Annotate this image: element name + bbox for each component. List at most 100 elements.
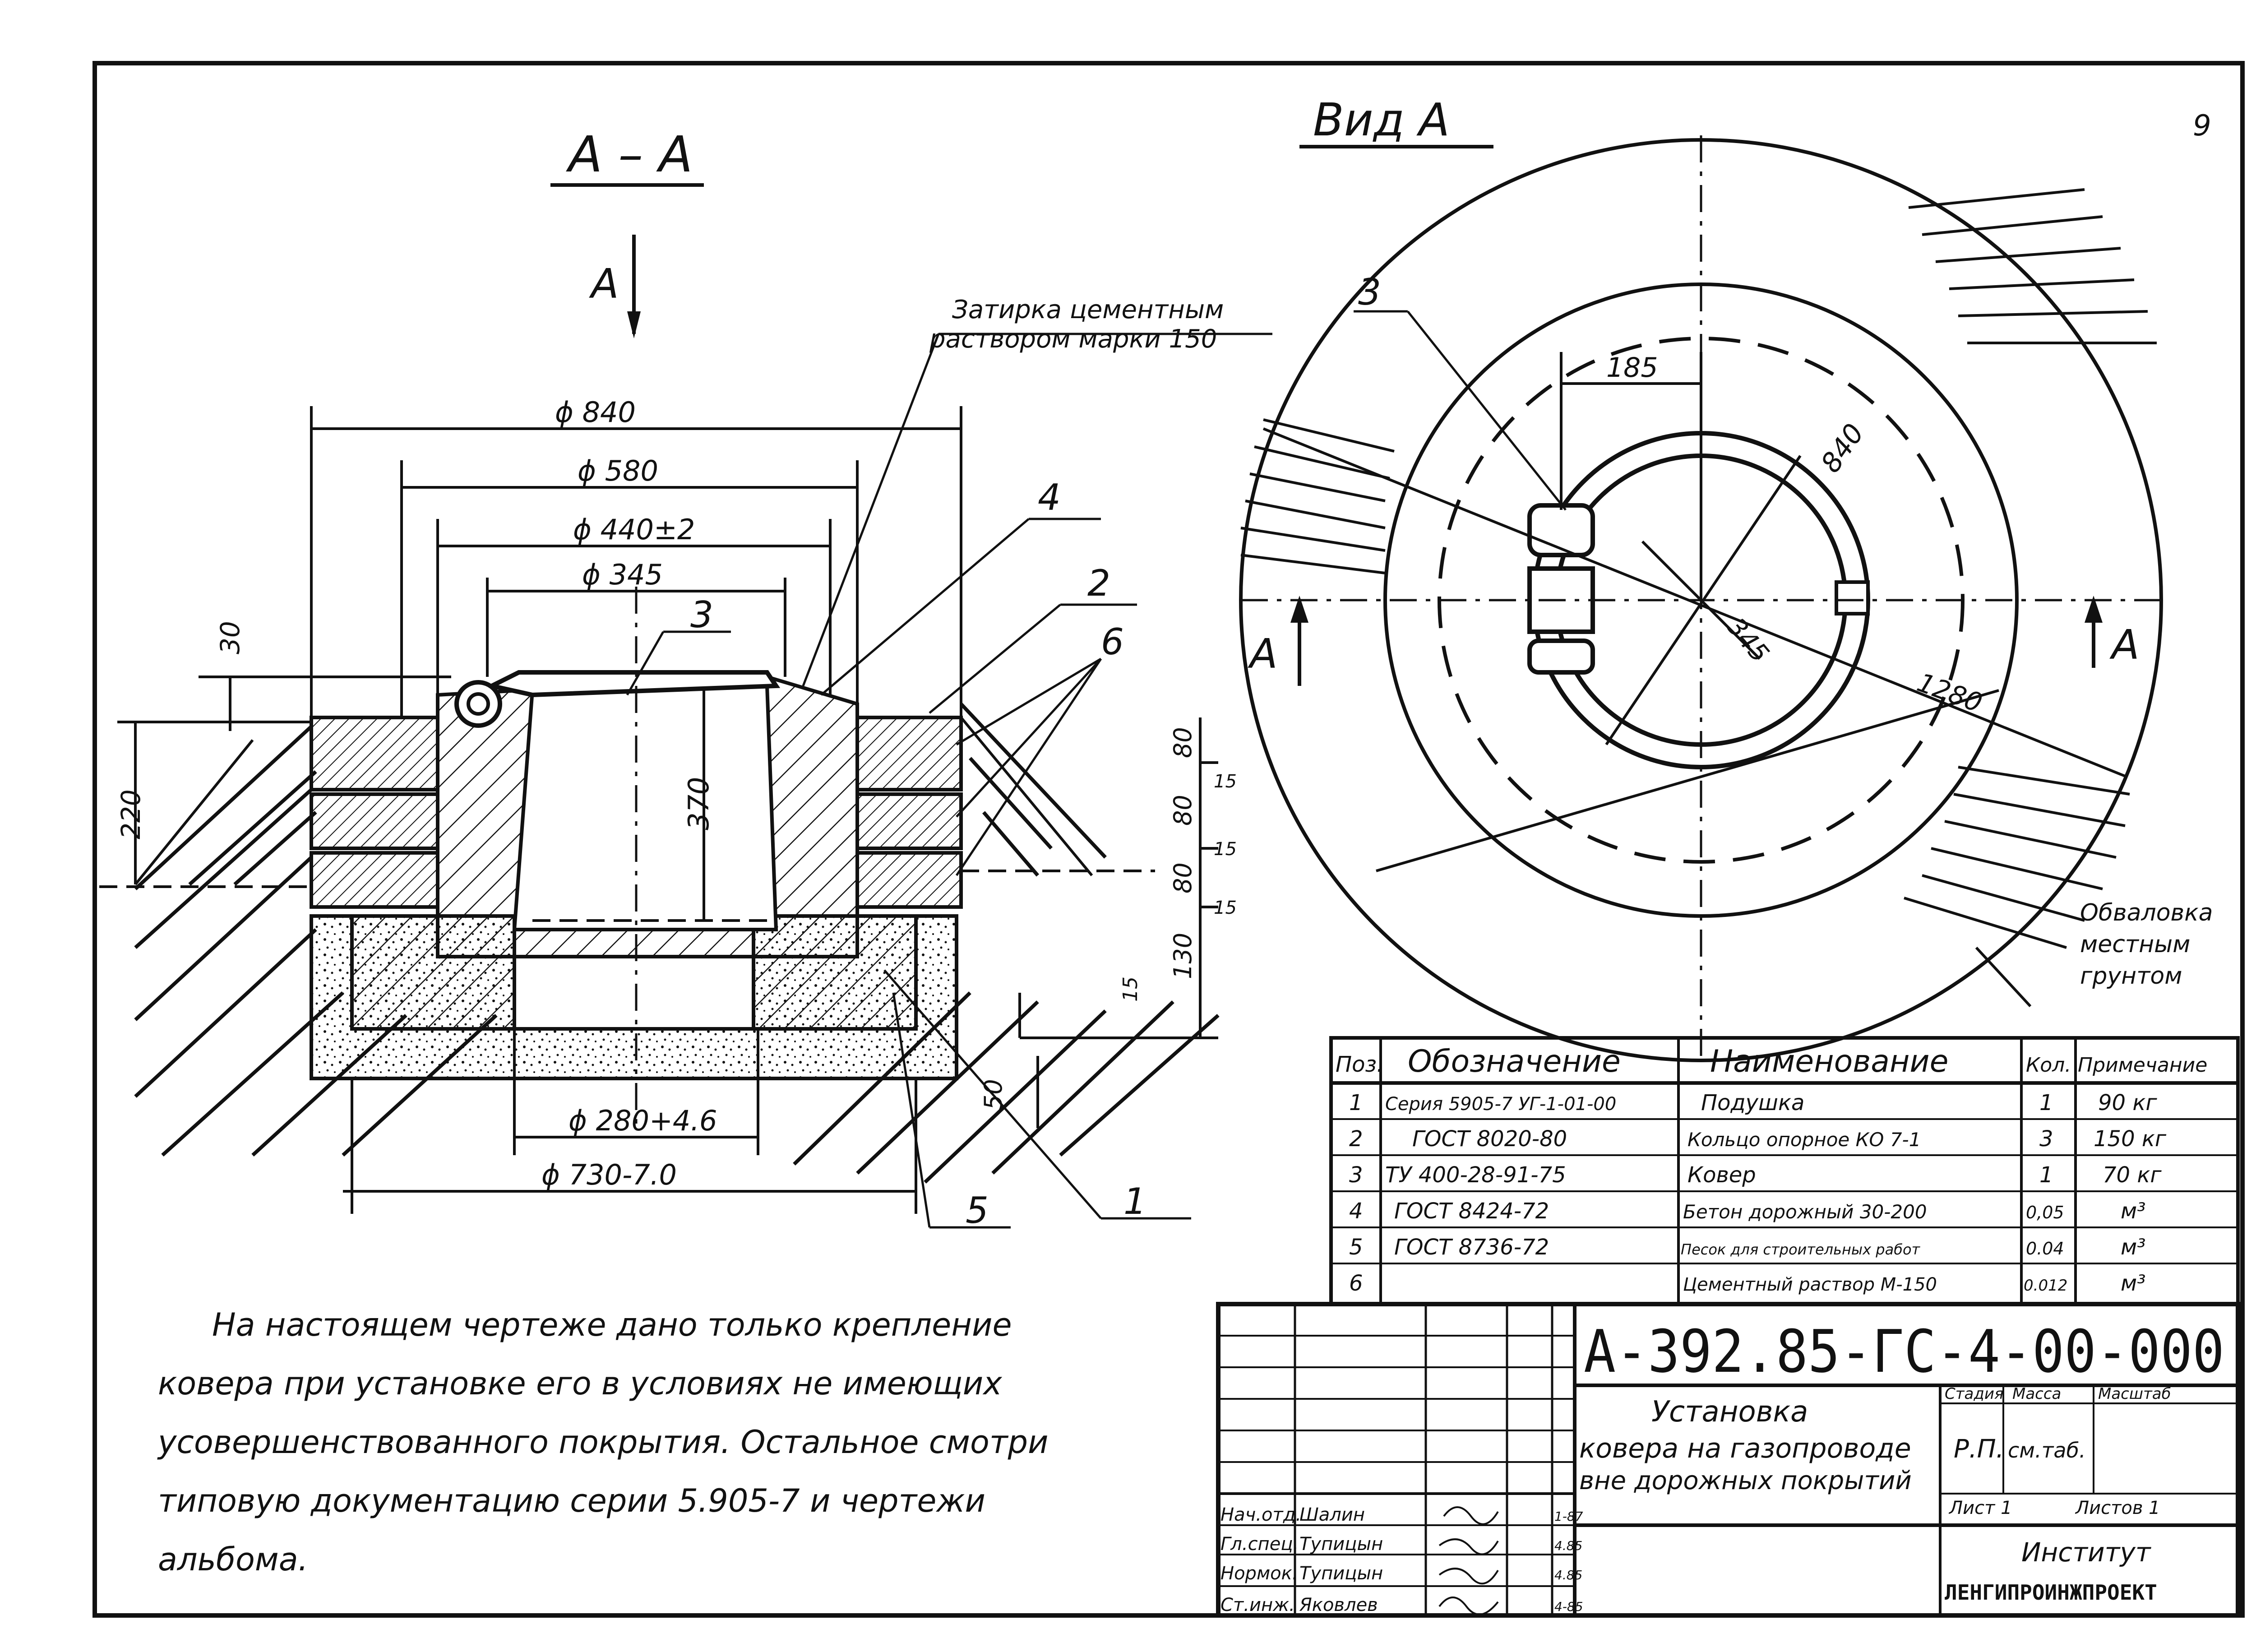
- view-callout-3: 3: [1358, 271, 1381, 313]
- signature-rows: Нач.отд. Шалин 1-87 Гл.спец. Тупицын 4.8…: [1220, 1504, 1583, 1615]
- signer-role: Ст.инж.: [1220, 1595, 1295, 1615]
- dim-d345: ϕ 345: [582, 558, 663, 591]
- dim-gap3: 15: [1214, 898, 1237, 918]
- drawing-name-line1: Установка: [1651, 1395, 1808, 1429]
- dim-840: 840: [1815, 418, 1870, 478]
- drawing-name-line3: вне дорожных покрытий: [1579, 1466, 1912, 1495]
- title-block: [1216, 1302, 2240, 1618]
- note-line: альбома.: [158, 1541, 308, 1578]
- spec-cell: Кольцо опорное КО 7-1: [1687, 1129, 1921, 1151]
- callout-5: 5: [966, 1189, 989, 1231]
- note-line: ковера при установке его в условиях не и…: [158, 1365, 1002, 1402]
- signer-date: 1-87: [1554, 1509, 1583, 1524]
- note-line: усовершенствованного покрытия. Остальное…: [157, 1424, 1049, 1461]
- spec-cell: 1: [2039, 1162, 2053, 1188]
- concrete-block: [855, 851, 963, 909]
- spec-cell: ТУ 400-28-91-75: [1385, 1162, 1566, 1188]
- fill-note-line2: местным: [2080, 931, 2190, 958]
- spec-cell: м³: [2121, 1271, 2145, 1296]
- callout-1: 1: [1123, 1180, 1146, 1222]
- section-title: А – А: [566, 125, 693, 183]
- fill-note-line1: Обвалов­ка: [2080, 899, 2213, 926]
- spec-cell: 2: [1349, 1126, 1363, 1152]
- callout-4: 4: [1038, 477, 1061, 518]
- concrete-block: [310, 851, 439, 909]
- signer-name: Яковлев: [1299, 1595, 1378, 1615]
- mass-label: Масса: [2012, 1385, 2061, 1403]
- spec-cell: 0,05: [2026, 1203, 2064, 1222]
- spec-cell: ГОСТ 8424-72: [1394, 1199, 1549, 1224]
- concrete-block: [310, 792, 439, 850]
- spec-cell: 3: [2039, 1126, 2053, 1152]
- spec-cell: Ковер: [1687, 1162, 1756, 1188]
- dim-h130: 130: [1169, 933, 1197, 979]
- signer-name: Тупицын: [1299, 1534, 1383, 1555]
- spec-header-pos: Поз.: [1336, 1052, 1383, 1077]
- section-mark-left: А: [1248, 630, 1278, 678]
- callout-2: 2: [1087, 562, 1110, 604]
- spec-cell: 4: [1349, 1199, 1363, 1224]
- signer-date: 4.85: [1554, 1538, 1582, 1553]
- spec-cell: 90 кг: [2098, 1090, 2157, 1115]
- dim-d440: ϕ 440±2: [573, 513, 695, 546]
- signer-name: Тупицын: [1299, 1563, 1383, 1584]
- callout-3: 3: [690, 594, 713, 636]
- spec-cell: 70 кг: [2103, 1162, 2162, 1188]
- concrete-block: [310, 716, 439, 791]
- callout-6: 6: [1101, 621, 1124, 663]
- spec-cell: Подушка: [1701, 1090, 1804, 1115]
- spec-cell: 0.04: [2026, 1239, 2064, 1259]
- view-arrow-label: А: [589, 260, 619, 308]
- dim-h220: 220: [116, 789, 146, 839]
- drawing-code: А-392.85-ГС-4-00-000: [1584, 1317, 2224, 1386]
- spec-cell: 0.012: [2024, 1277, 2067, 1295]
- sheets-label: Листов 1: [2075, 1498, 2160, 1518]
- dim-d730: ϕ 730-7.0: [541, 1158, 677, 1191]
- dim-185: 185: [1606, 352, 1658, 384]
- dim-d840: ϕ 840: [555, 396, 636, 429]
- grout-note-line2: раствором марки 150: [929, 324, 1217, 354]
- dim-gap2: 15: [1214, 839, 1237, 860]
- spec-header-designation: Обозначение: [1408, 1044, 1621, 1079]
- sheet-number: 9: [2193, 109, 2211, 143]
- spec-cell: Песок для строительных работ: [1681, 1241, 1921, 1258]
- sheet-label: Лист 1: [1948, 1498, 2012, 1518]
- signer-role: Нач.отд.: [1220, 1504, 1301, 1525]
- sheet-frame: [92, 61, 2245, 1618]
- spec-cell: м³: [2121, 1199, 2145, 1224]
- stage-value: Р.П.: [1954, 1435, 2004, 1464]
- dim-h80a: 80: [1169, 727, 1197, 758]
- spec-cell: 1: [2039, 1090, 2053, 1115]
- section-mark-right: А: [2109, 621, 2140, 669]
- spec-header-name: Наименование: [1710, 1044, 1948, 1079]
- dim-d280: ϕ 280+4.6: [569, 1104, 717, 1137]
- signature-scribbles: [1438, 1506, 1499, 1615]
- mass-value: см.таб.: [2008, 1438, 2086, 1462]
- spec-header-note: Примечание: [2078, 1054, 2207, 1077]
- note-line: На настоящем чертеже дано только креплен…: [212, 1306, 1012, 1343]
- stage-label: Стадия: [1945, 1385, 2003, 1403]
- general-note: На настоящем чертеже дано только креплен…: [157, 1306, 1049, 1578]
- dim-d580: ϕ 580: [578, 454, 658, 487]
- view-title: Вид А: [1313, 93, 1450, 146]
- dim-h80b: 80: [1169, 795, 1197, 826]
- dim-345: 345: [1721, 612, 1775, 668]
- spec-cell: Бетон дорожный 30-200: [1683, 1201, 1927, 1223]
- slope-rays: [1240, 188, 2157, 949]
- spec-cell: 1: [1349, 1090, 1363, 1115]
- org-line2: ЛЕНГИПРОИНЖПРОЕКТ: [1945, 1580, 2157, 1605]
- spec-rows: 1 Серия 5905-7 УГ-1-01-00 Подушка 1 90 к…: [1349, 1090, 2167, 1296]
- spec-cell: Цементный раствор М-150: [1683, 1274, 1937, 1295]
- drawing-name-line2: ковера на газопроводе: [1579, 1433, 1911, 1464]
- fill-note-line3: грунтом: [2080, 963, 2182, 990]
- spec-cell: 5: [1349, 1235, 1363, 1260]
- signer-role: Нормок.: [1220, 1563, 1298, 1584]
- spec-cell: м³: [2121, 1235, 2145, 1260]
- signer-role: Гл.спец.: [1220, 1534, 1299, 1555]
- grout-note-line1: Затирка цементным: [952, 295, 1224, 324]
- plan-view: Вид А: [1239, 93, 2213, 1062]
- org-line1: Институт: [2021, 1537, 2152, 1568]
- signer-date: 4-85: [1554, 1599, 1583, 1614]
- spec-header-qty: Кол.: [2026, 1054, 2071, 1077]
